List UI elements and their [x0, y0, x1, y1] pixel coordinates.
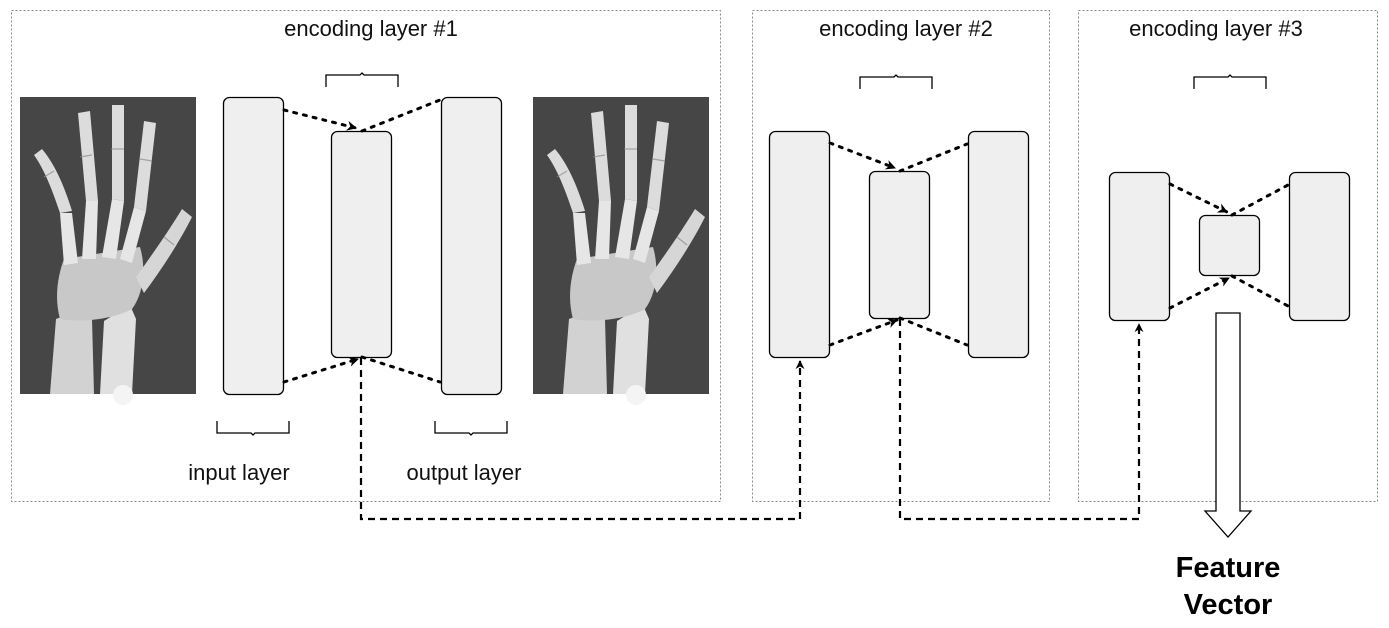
feature-vector-arrow — [1203, 312, 1253, 538]
layer3-title: encoding layer #3 — [1129, 16, 1303, 41]
input-layer-label: input layer — [188, 460, 290, 485]
layer3-output-box — [1288, 171, 1351, 322]
layer3-input-box — [1108, 171, 1171, 322]
connector-layer2-to-layer3 — [898, 319, 1144, 521]
input-layer-box — [222, 96, 285, 396]
hidden-layer-bracket — [325, 72, 399, 88]
layer2-title: encoding layer #2 — [819, 16, 993, 41]
hand-xray-icon — [532, 96, 710, 406]
output-layer-label: output layer — [406, 460, 522, 485]
feature-vector-line1: Feature — [1175, 552, 1281, 584]
layer2-hidden-box — [868, 170, 931, 320]
hidden-layer-box — [330, 130, 393, 359]
connector-layer1-to-layer2 — [359, 358, 805, 521]
output-layer-bracket — [434, 420, 508, 436]
input-layer-bracket — [216, 420, 290, 436]
feature-vector-line2: Vector — [1183, 589, 1273, 621]
layer1-title: encoding layer #1 — [284, 16, 458, 41]
layer3-hidden-box — [1198, 214, 1261, 277]
layer2-output-box — [967, 130, 1030, 359]
layer3-hidden-bracket — [1193, 74, 1267, 90]
output-layer-box — [440, 96, 503, 396]
layer3-frame — [1078, 10, 1378, 502]
layer2-input-box — [768, 130, 831, 359]
layer2-hidden-bracket — [859, 74, 933, 90]
feature-vector-label: Feature Vector — [1176, 550, 1281, 624]
hand-xray-icon — [19, 96, 197, 406]
